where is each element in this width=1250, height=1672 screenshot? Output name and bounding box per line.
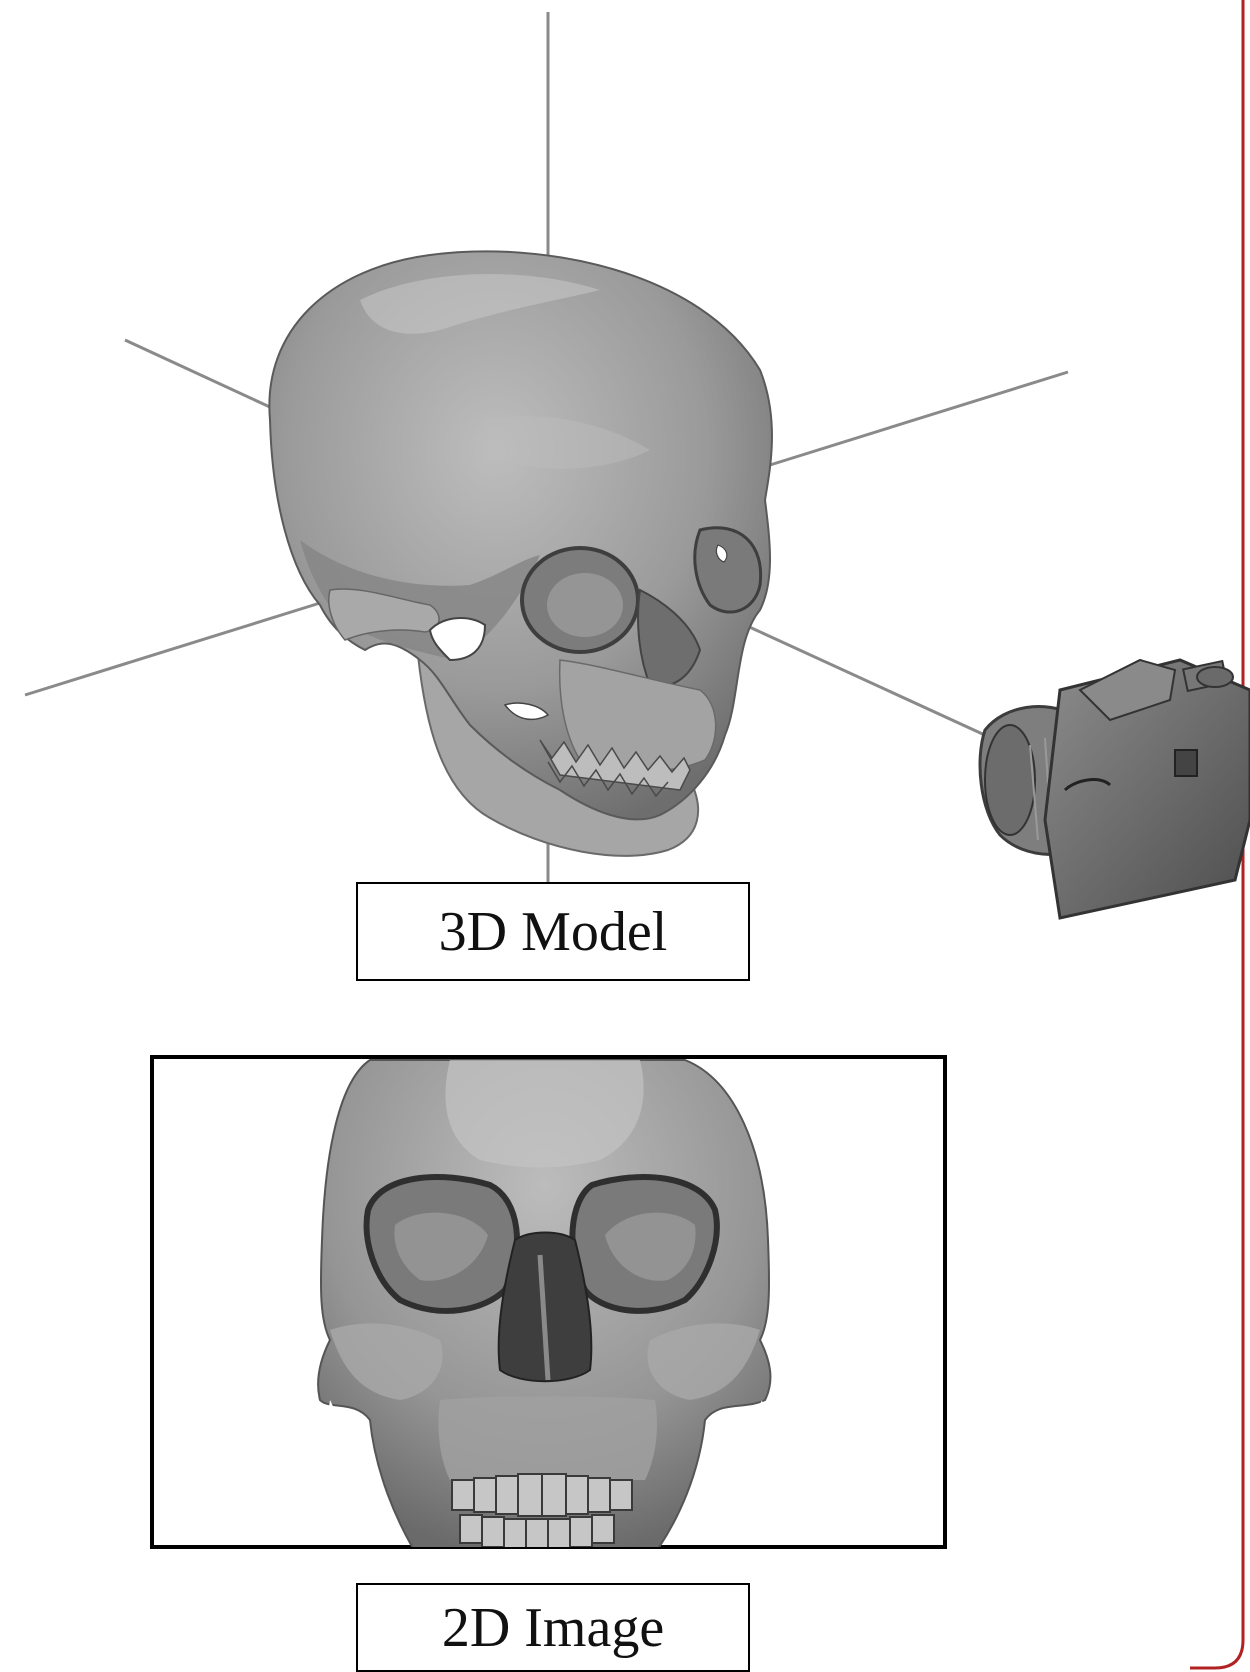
axis-upper-right [770,372,1068,465]
skull-front-teeth [452,1474,632,1549]
skull-3d-icon [269,251,772,855]
label-3d-model: 3D Model [356,882,750,981]
axis-lower-right [745,625,1000,742]
axis-lower-left [25,603,320,695]
camera-icon [980,660,1250,918]
label-2d-image: 2D Image [356,1583,750,1672]
axis-upper-left [125,340,272,408]
